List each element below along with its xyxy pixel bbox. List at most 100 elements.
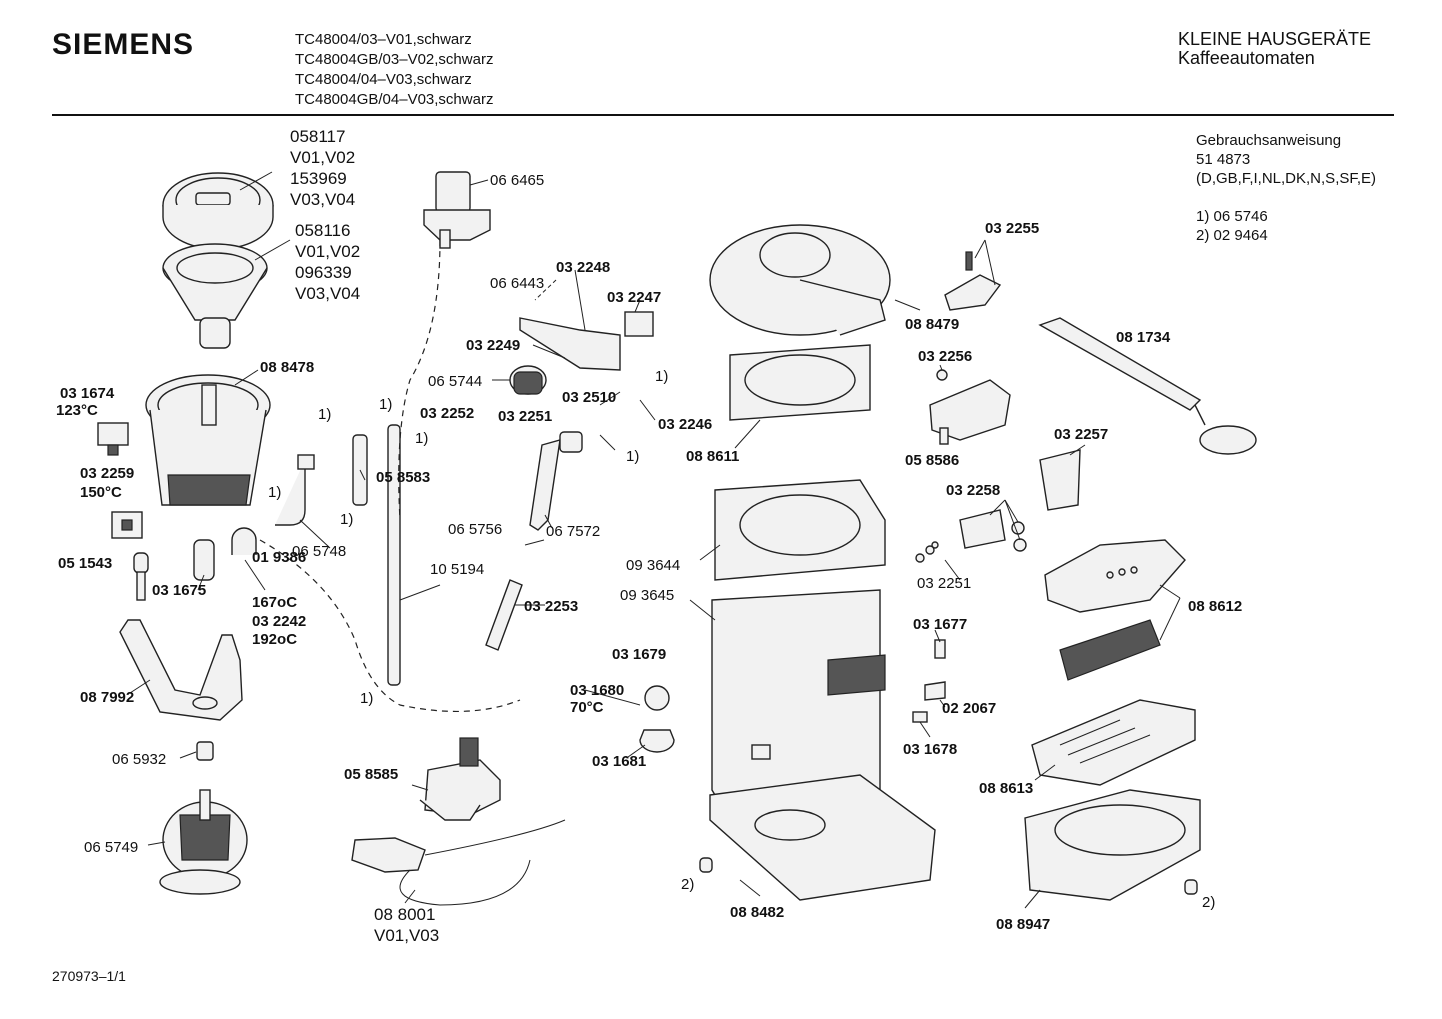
water-tank-top-part (729, 344, 871, 421)
connector-block-part (1039, 449, 1081, 511)
brand-logo: SIEMENS (52, 28, 195, 61)
model-line: TC48004GB/03–V02,schwarz (295, 51, 494, 68)
power-cord-part (351, 819, 566, 906)
part-label: 03 1674 (60, 385, 115, 402)
thermostat-part (111, 511, 143, 539)
part-label: 03 2247 (607, 289, 661, 306)
part-label: 03 2256 (918, 348, 972, 365)
footnote-marker: 1) (268, 484, 281, 501)
part-label: 167oC (252, 594, 297, 611)
part-label: 08 1734 (1116, 329, 1171, 346)
part-label: 08 8947 (996, 916, 1050, 933)
lid-part (162, 172, 274, 250)
part-label: V01,V03 (374, 926, 439, 945)
part-label: 03 1679 (612, 646, 666, 663)
category-block: KLEINE HAUSGERÄTE Kaffeeautomaten (1178, 30, 1371, 68)
model-line: TC48004/03–V01,schwarz (295, 31, 472, 48)
footnote-marker: 1) (379, 396, 392, 413)
part-label: 08 8479 (905, 316, 959, 333)
part-label: 03 2248 (556, 259, 610, 276)
valve-part (423, 171, 491, 249)
part-label: 06 5756 (448, 521, 502, 538)
part-label: 03 1680 (570, 682, 624, 699)
part-label: 05 8585 (344, 766, 398, 783)
part-label: 03 2259 (80, 465, 134, 482)
part-label: 03 2258 (946, 482, 1000, 499)
footnote: 2) 02 9464 (1196, 227, 1268, 244)
drip-tray-cover-part (1044, 539, 1186, 613)
part-label: 09 3645 (620, 587, 674, 604)
sleeve-part (193, 539, 215, 581)
measuring-spoon-part (1038, 317, 1257, 455)
part-label: 192oC (252, 631, 297, 648)
part-label: 153969 (290, 169, 347, 188)
category-subtitle: Kaffeeautomaten (1178, 48, 1315, 68)
part-label: 096339 (295, 263, 352, 282)
part-label: 03 2249 (466, 337, 520, 354)
part-label: V03,V04 (295, 284, 360, 303)
part-label: 09 3644 (626, 557, 680, 574)
part-label: 08 8612 (1188, 598, 1242, 615)
document-id: 270973–1/1 (52, 968, 126, 984)
screw-part (133, 552, 149, 601)
footnote-marker: 2) (681, 876, 694, 893)
thermostat-part (97, 422, 129, 456)
model-line: TC48004GB/04–V03,schwarz (295, 91, 494, 108)
nut-part (196, 741, 214, 761)
part-label: 08 8001 (374, 905, 435, 924)
part-label: 03 1677 (913, 616, 967, 633)
cable-path (398, 239, 441, 521)
manual-number: 51 4873 (1196, 151, 1251, 168)
part-label: 70°C (570, 699, 604, 716)
footnote-marker: 1) (340, 511, 353, 528)
motor-part (159, 789, 248, 895)
part-label: V01,V02 (295, 242, 360, 261)
grid-plate-part (1031, 699, 1196, 786)
part-label: 03 2252 (420, 405, 474, 422)
small-fittings-part (912, 639, 946, 723)
part-label: 08 7992 (80, 689, 134, 706)
part-label: 08 8613 (979, 780, 1033, 797)
footnote-marker: 2) (1202, 894, 1215, 911)
part-label: 03 2255 (985, 220, 1039, 237)
header-divider (52, 114, 1394, 116)
part-label: 03 2251 (498, 408, 552, 425)
footnote-marker: 1) (626, 448, 639, 465)
part-labels: 058117 V01,V02 153969 V03,V04 058116 V01… (56, 127, 1242, 945)
holder-spring-part (1059, 619, 1161, 681)
part-label: 08 8478 (260, 359, 314, 376)
part-label: 02 2067 (942, 700, 996, 717)
connector-part (519, 311, 654, 371)
foot-part (1184, 879, 1198, 895)
manual-title: Gebrauchsanweisung (1196, 132, 1342, 149)
part-label: V03,V04 (290, 190, 355, 209)
part-label: 06 5749 (84, 839, 138, 856)
category-title: KLEINE HAUSGERÄTE (1178, 29, 1372, 49)
u-hose-part (231, 527, 257, 555)
part-label: 06 6465 (490, 172, 544, 189)
part-label: V01,V02 (290, 148, 355, 167)
clip-part (959, 509, 1027, 552)
manual-languages: (D,GB,F,I,NL,DK,N,S,SF,E) (1196, 170, 1377, 187)
hinge-part (944, 251, 1002, 311)
part-label: 08 8611 (686, 448, 739, 465)
part-label: 058117 (290, 127, 345, 146)
part-label: 06 6443 (490, 275, 544, 292)
part-label: 03 1675 (152, 582, 206, 599)
footnote: 1) 06 5746 (1196, 208, 1268, 225)
part-label: 06 5932 (112, 751, 166, 768)
part-label: 06 5748 (292, 543, 346, 560)
part-label: 03 2253 (524, 598, 578, 615)
part-label: 03 2257 (1054, 426, 1108, 443)
bracket-part (119, 619, 243, 721)
part-label: 03 2251 (917, 575, 971, 592)
part-label: 03 2242 (252, 613, 306, 630)
part-label: 03 1678 (903, 741, 957, 758)
footnote-marker: 1) (655, 368, 668, 385)
filter-cone-part (162, 243, 268, 349)
part-label: 06 5744 (428, 373, 482, 390)
knob-part (509, 365, 547, 395)
spout-part (529, 431, 583, 531)
part-label: 01 9386 (252, 549, 306, 566)
